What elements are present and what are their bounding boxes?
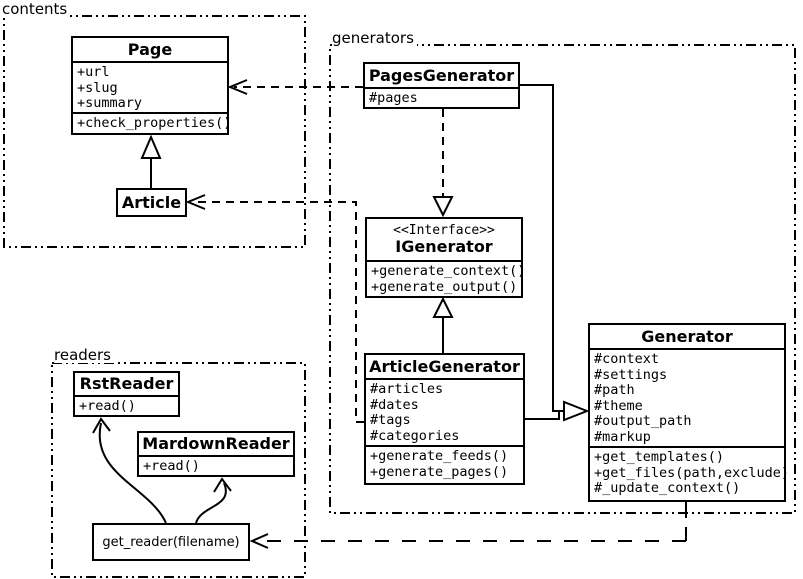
method: +read() [143, 458, 200, 474]
stereotype-interface: <<Interface>> [393, 223, 495, 238]
attribute: #theme [594, 397, 643, 414]
class-box-mardownreader: MardownReader +read() [137, 431, 295, 477]
method: +generate_pages() [370, 463, 509, 480]
attribute: #settings [594, 366, 668, 383]
attributes-section-articlegenerator: #articles #dates #tags #categories [366, 378, 523, 445]
package-label-generators: generators [332, 30, 417, 46]
attribute: +url [77, 64, 110, 80]
class-title-igenerator: <<Interface>> IGenerator [367, 219, 521, 260]
method: #_update_context() [594, 480, 741, 496]
class-box-page: Page +url +slug +summary +check_properti… [71, 36, 232, 135]
open-arrowhead-article [185, 194, 206, 210]
method: +generate_output() [371, 278, 518, 295]
class-title-pagesgenerator: PagesGenerator [368, 65, 515, 85]
edge-articlegenerator-to-generator [525, 411, 560, 420]
class-title-mardownreader: MardownReader [142, 434, 290, 453]
function-box-get-reader: get_reader(filename) [92, 523, 250, 561]
edge-articlegenerator-to-article [192, 201, 364, 423]
attributes-section-page: +url +slug +summary [73, 61, 227, 112]
attribute: +slug [77, 79, 118, 96]
method: +get_templates() [594, 449, 725, 465]
method: +generate_context() [371, 263, 526, 279]
package-frame-contents [3, 15, 306, 248]
open-arrowhead-mardownreader [213, 477, 232, 493]
class-name-igenerator: IGenerator [395, 237, 493, 256]
open-arrowhead-page [227, 79, 248, 95]
attributes-section-pagesgenerator: #pages [365, 87, 518, 107]
class-box-generator: Generator #context #settings #path #them… [588, 323, 790, 502]
attribute: #pages [369, 90, 418, 106]
methods-section-mardownreader: +read() [139, 455, 293, 475]
method: +generate_feeds() [370, 448, 509, 464]
method: +check_properties() [77, 115, 232, 131]
inheritance-triangle-page [140, 134, 162, 159]
attribute: #articles [370, 381, 444, 397]
class-title-articlegenerator: ArticleGenerator [369, 356, 520, 376]
attribute: #tags [370, 412, 411, 428]
attribute: #context [594, 351, 660, 367]
class-box-article: Article [116, 188, 187, 217]
edge-getreader-to-mardownreader [195, 482, 227, 524]
methods-section-rstreader: +read() [75, 395, 178, 415]
methods-section-articlegenerator: +generate_feeds() +generate_pages() [366, 445, 523, 483]
class-title-rstreader: RstReader [79, 374, 174, 393]
open-arrowhead-rstreader [92, 417, 111, 434]
package-label-readers: readers [54, 347, 114, 363]
attribute: +summary [77, 95, 143, 111]
attribute: #output_path [594, 413, 692, 429]
inheritance-triangle-generator [563, 400, 590, 422]
attribute: #markup [594, 428, 651, 445]
class-box-articlegenerator: ArticleGenerator #articles #dates #tags … [364, 353, 525, 485]
edge-pagesgenerator-to-generator [520, 84, 564, 412]
class-box-rstreader: RstReader +read() [73, 371, 180, 417]
attributes-section-generator: #context #settings #path #theme #output_… [590, 348, 784, 446]
attribute: #categories [370, 427, 460, 444]
realization-triangle-igenerator-top [432, 196, 454, 218]
methods-section-generator: +get_templates() +get_files(path,exclude… [590, 446, 790, 500]
attribute: #dates [370, 396, 419, 413]
method: +read() [79, 398, 136, 414]
open-arrowhead-getreader [249, 533, 269, 549]
package-frame-generators [329, 44, 796, 514]
realization-triangle-igenerator-bottom [432, 296, 454, 318]
method: +get_files(path,exclude) [594, 464, 790, 481]
attribute: #path [594, 382, 635, 398]
methods-section-igenerator: +generate_context() +generate_output() [367, 260, 526, 296]
class-title-article: Article [121, 192, 182, 212]
edge-getreader-to-rstreader [98, 422, 167, 524]
function-label: get_reader(filename) [102, 534, 240, 550]
package-frame-readers [51, 362, 306, 578]
methods-section-page: +check_properties() [73, 112, 232, 133]
class-box-pagesgenerator: PagesGenerator #pages [363, 62, 520, 109]
class-title-generator: Generator [641, 326, 733, 346]
package-label-contents: contents [2, 1, 71, 17]
class-title-page: Page [127, 39, 173, 59]
class-box-igenerator: <<Interface>> IGenerator +generate_conte… [365, 217, 526, 298]
